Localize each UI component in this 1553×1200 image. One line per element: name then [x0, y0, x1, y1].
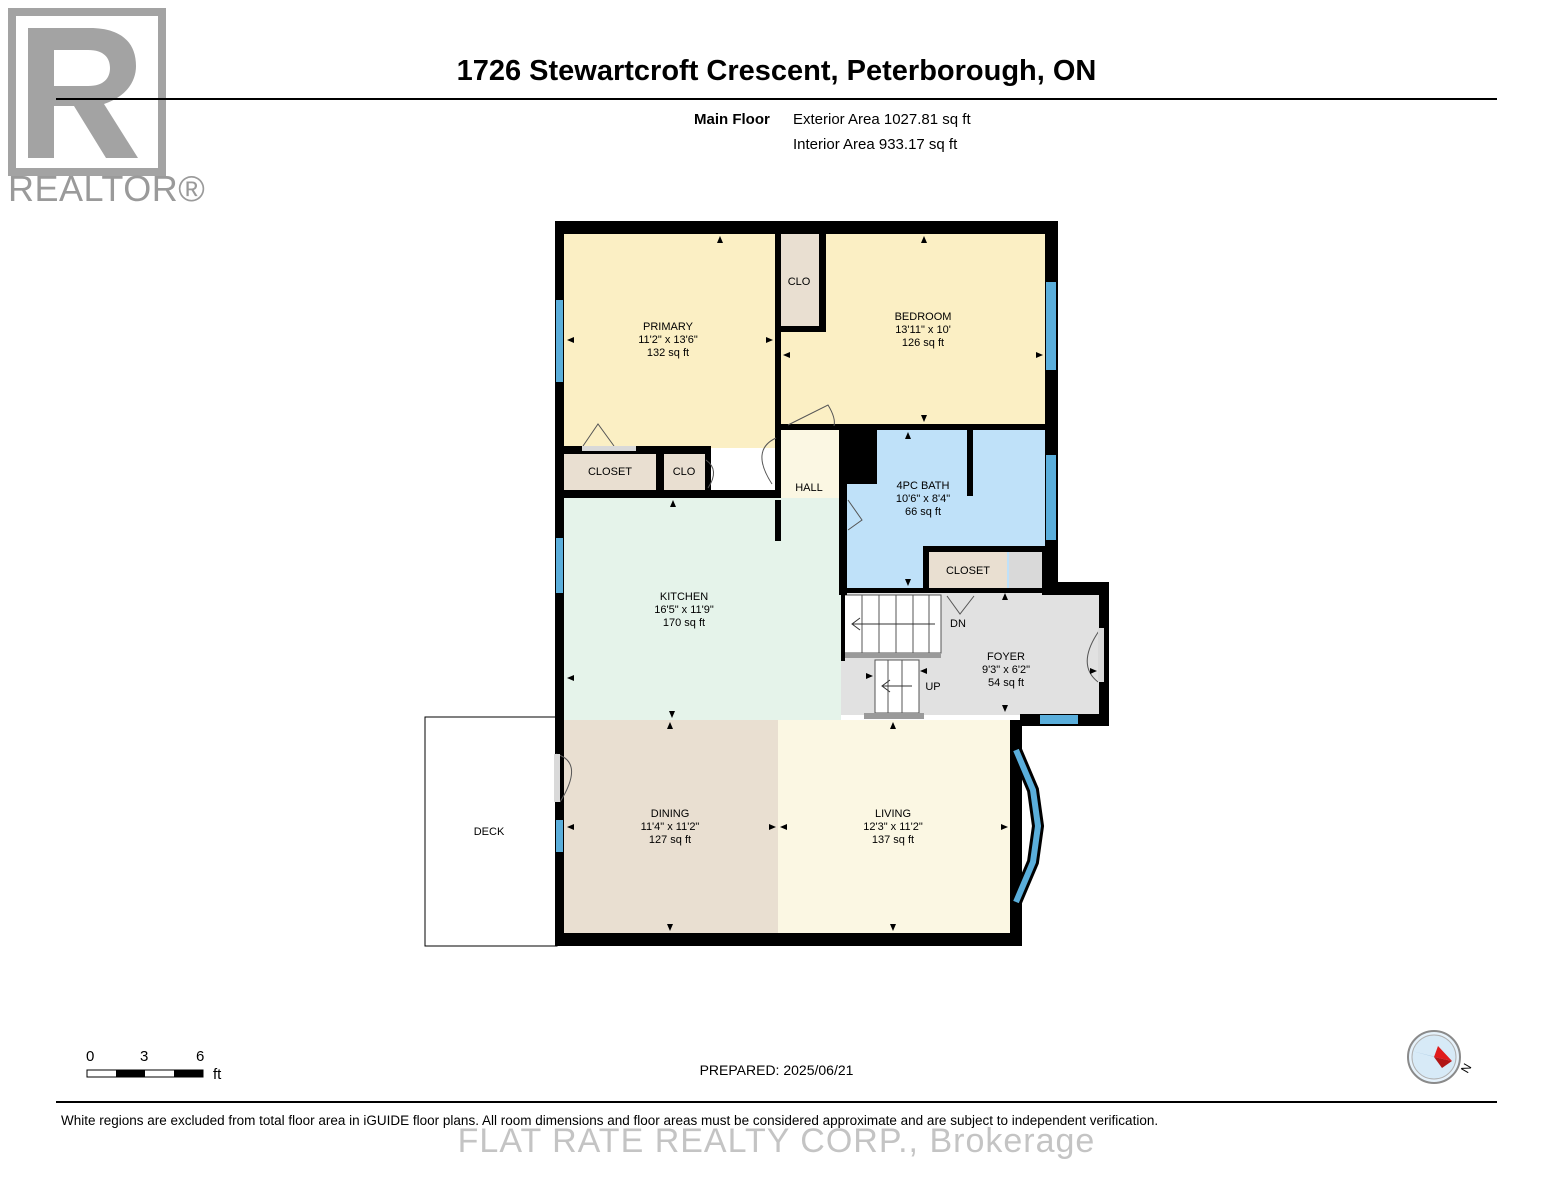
stairs-up-label: UP: [925, 681, 940, 693]
scale-tick-3: 3: [140, 1048, 149, 1065]
hall-label: HALL: [795, 482, 823, 494]
dining-area: 127 sq ft: [649, 834, 691, 846]
floor-plan: PRIMARY 11'2" x 13'6" 132 sq ft BEDROOM …: [424, 221, 1109, 947]
living-area: 137 sq ft: [872, 834, 914, 846]
primary-closet-label: CLOSET: [588, 466, 632, 478]
living-dims: 12'3" x 11'2": [863, 821, 923, 833]
dining-room: [563, 720, 778, 933]
bedroom-name: BEDROOM: [895, 311, 952, 323]
primary-room: [563, 234, 775, 448]
realtor-logo-text: REALTOR®: [8, 168, 206, 209]
compass-icon: N: [1407, 1030, 1474, 1084]
dimension-arrows: [567, 236, 1097, 931]
brokerage-watermark: FLAT RATE REALTY CORP., Brokerage: [457, 1122, 1096, 1160]
stairs-down: [841, 594, 942, 658]
foyer-closet: [929, 552, 1007, 588]
primary-name: PRIMARY: [643, 321, 694, 333]
stairs-down-label: DN: [950, 618, 966, 630]
interior-area: Interior Area 933.17 sq ft: [793, 136, 958, 153]
prepared-date: PREPARED: 2025/06/21: [699, 1062, 854, 1078]
bath-area: 66 sq ft: [905, 506, 941, 518]
windows: [556, 282, 1078, 852]
bath-name: 4PC BATH: [897, 480, 950, 492]
realtor-logo: [8, 8, 180, 208]
scale-bar: [86, 1069, 204, 1078]
bedroom-closet: [781, 234, 819, 326]
living-room: [778, 720, 1010, 933]
dining-dims: 11'4" x 11'2": [641, 821, 700, 833]
foyer-name: FOYER: [987, 651, 1025, 663]
compass-north-label: N: [1458, 1061, 1474, 1076]
primary-dims: 11'2" x 13'6": [638, 334, 698, 346]
foyer-dims: 9'3" x 6'2": [982, 664, 1030, 676]
primary-closet: [563, 454, 656, 490]
kitchen-room: [563, 498, 841, 720]
header-rule: [56, 98, 1497, 100]
foyer-closet-side: [1009, 552, 1042, 588]
bedroom-area: 126 sq ft: [902, 337, 944, 349]
disclaimer-note: White regions are excluded from total fl…: [61, 1113, 1159, 1128]
bedroom-clo-label: CLO: [788, 276, 811, 288]
footer-rule: [56, 1101, 1497, 1103]
scale-tick-0: 0: [86, 1048, 95, 1065]
exterior-area: Exterior Area 1027.81 sq ft: [793, 111, 971, 128]
kitchen-name: KITCHEN: [660, 591, 708, 603]
primary-area: 132 sq ft: [647, 347, 689, 359]
scale-tick-6: 6: [196, 1048, 205, 1065]
deck-area: [424, 716, 558, 947]
kitchen-area: 170 sq ft: [663, 617, 705, 629]
bedroom-dims: 13'11" x 10': [895, 324, 951, 336]
property-title: 1726 Stewartcroft Crescent, Peterborough…: [456, 55, 1097, 87]
scale-unit: ft: [213, 1066, 222, 1083]
primary-clo: [664, 454, 705, 490]
stairs-up: [864, 659, 924, 719]
dining-name: DINING: [651, 808, 690, 820]
kitchen-dims: 16'5" x 11'9": [654, 604, 714, 616]
doors: [554, 404, 1104, 803]
floor-name: Main Floor: [694, 111, 770, 128]
foyer-area: 54 sq ft: [988, 677, 1024, 689]
foyer-closet-label: CLOSET: [946, 565, 990, 577]
bath-dims: 10'6" x 8'4": [896, 493, 950, 505]
bay-window: [1010, 747, 1045, 905]
living-name: LIVING: [875, 808, 911, 820]
deck-label: DECK: [474, 826, 505, 838]
primary-clo-label: CLO: [673, 466, 696, 478]
